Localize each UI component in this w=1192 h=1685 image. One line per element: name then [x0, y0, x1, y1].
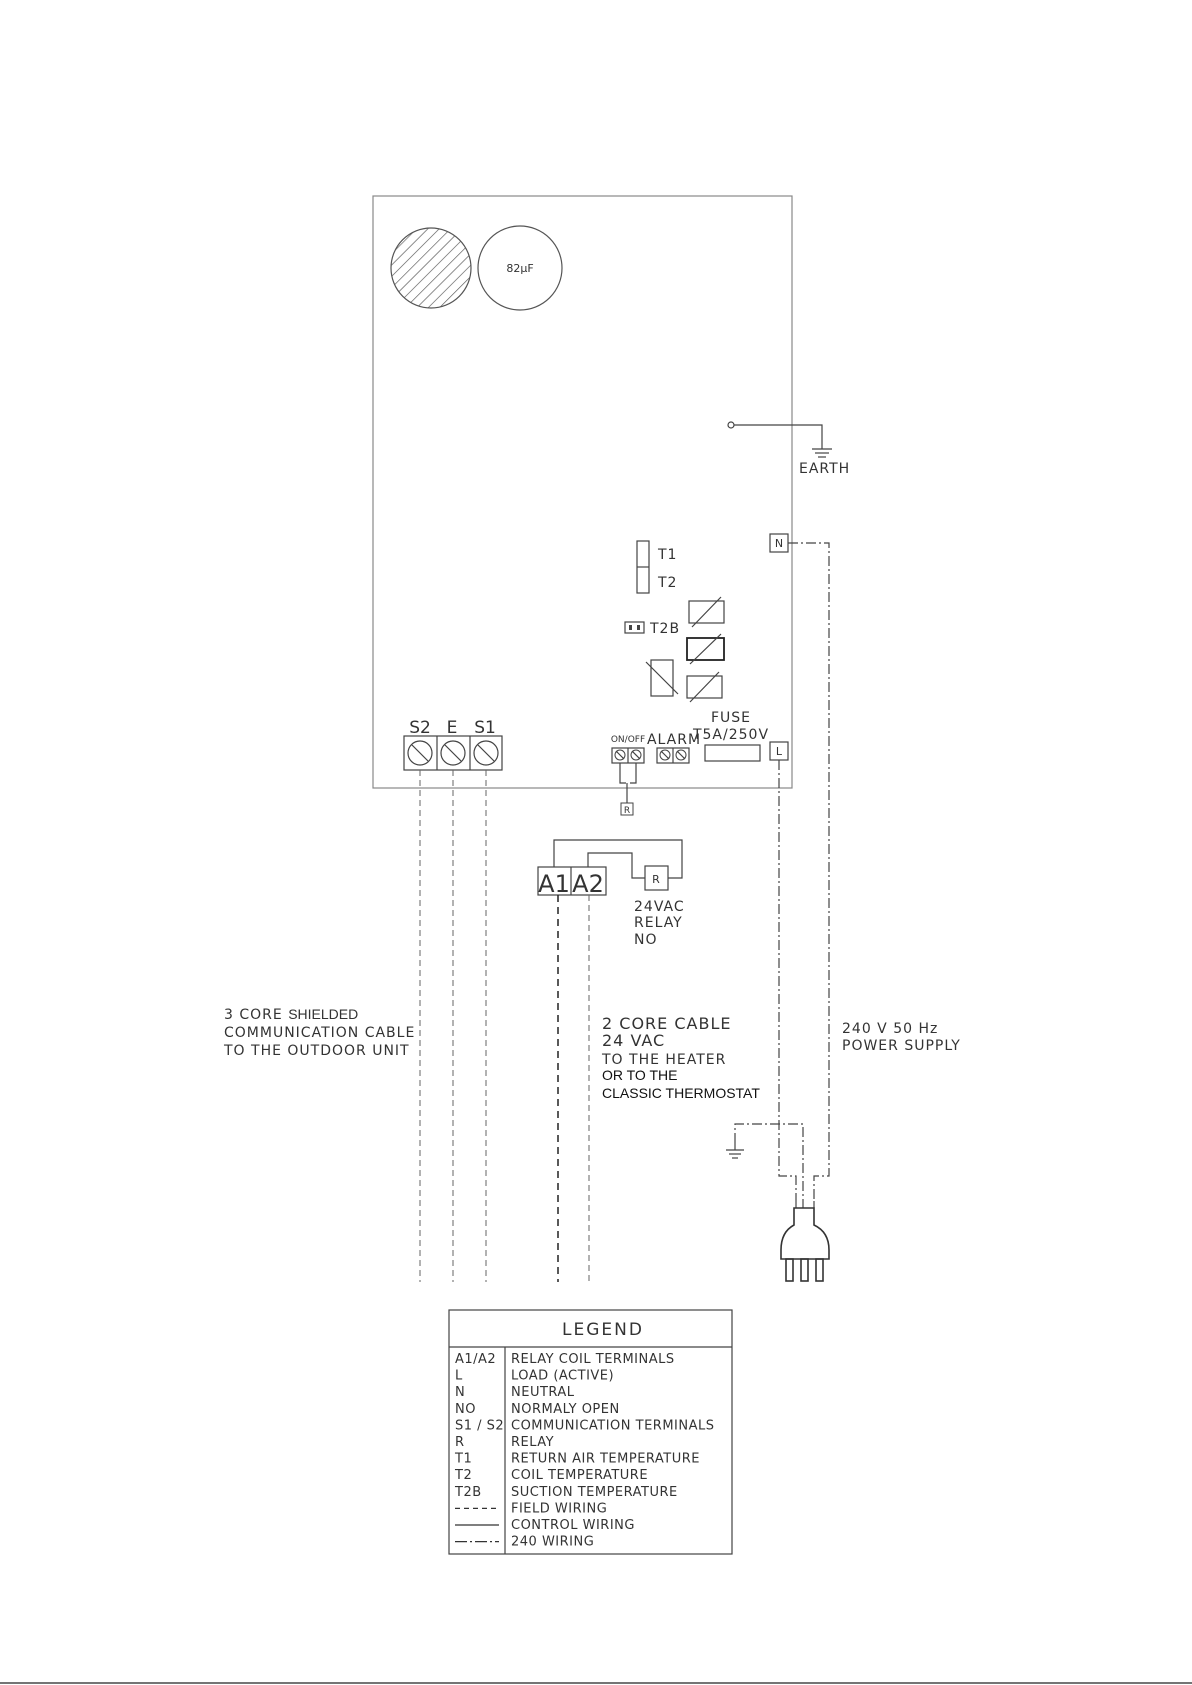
capacitor: [477, 225, 563, 311]
terminal-l-label: L: [776, 745, 783, 758]
on-off-terminal: [611, 747, 645, 764]
s1-label: S1: [474, 718, 496, 738]
legend-title: LEGEND: [562, 1320, 644, 1340]
relay-line3: NO: [634, 932, 658, 948]
a1-label: A1: [538, 870, 570, 898]
relay-line1: 24VAC: [634, 899, 685, 915]
active-supply-wire: [778, 760, 797, 1201]
fuse-label: FUSE: [711, 710, 751, 726]
comm-cable-line2: COMMUNICATION CABLE: [224, 1025, 415, 1041]
power-supply-line1: 240 V 50 Hz: [842, 1021, 938, 1037]
legend-desc: LOAD (ACTIVE): [511, 1369, 614, 1384]
legend-desc: NEUTRAL: [511, 1385, 575, 1400]
s2-label: S2: [409, 718, 431, 738]
legend-key: L: [455, 1369, 463, 1384]
power-plug: [780, 1201, 830, 1282]
on-off-label: ON/OFF: [611, 735, 645, 745]
legend-key: T2B: [454, 1485, 482, 1500]
legend-desc: NORMALY OPEN: [511, 1402, 620, 1417]
legend-desc: RELAY COIL TERMINALS: [511, 1352, 675, 1367]
neutral-supply-wire: [788, 542, 830, 1201]
legend-key: T2: [454, 1468, 472, 1483]
legend: LEGEND A1/A2 RELAY COIL TERMINALS L LOAD (A…: [448, 1309, 733, 1555]
communication-terminal-block: [403, 735, 503, 771]
a2-label: A2: [572, 870, 604, 898]
control-board: [372, 195, 793, 789]
hatched-component: [390, 227, 472, 309]
relay-coil-terminal-block: [537, 866, 607, 896]
legend-desc: COIL TEMPERATURE: [511, 1468, 648, 1483]
two-core-line4: OR TO THE: [602, 1067, 677, 1083]
t2b-connector: [624, 621, 645, 634]
two-core-line5: CLASSIC THERMOSTAT: [602, 1085, 760, 1101]
legend-key: T1: [454, 1452, 472, 1467]
earth-connection: [727, 421, 832, 458]
comm-cable-line3: TO THE OUTDOOR UNIT: [223, 1043, 410, 1059]
two-core-line1: 2 CORE CABLE: [602, 1014, 731, 1033]
relay-r: [644, 865, 669, 891]
relay-line2: RELAY: [634, 915, 683, 931]
legend-key: R: [455, 1435, 465, 1450]
legend-key: NO: [455, 1402, 476, 1417]
earth-supply-wire: [734, 1123, 804, 1201]
t2b-label: T2B: [649, 621, 680, 637]
t2-label: T2: [657, 575, 677, 591]
legend-desc: CONTROL WIRING: [511, 1518, 635, 1533]
relay-r-label: R: [652, 873, 660, 886]
small-relay-r-label: R: [624, 806, 630, 816]
fuse: [704, 744, 761, 762]
terminal-n-label: N: [775, 537, 783, 550]
legend-desc: RETURN AIR TEMPERATURE: [511, 1452, 700, 1467]
comm-cable-line1: 3 CORE SHIELDED: [224, 1006, 358, 1023]
legend-key: S1 / S2: [455, 1418, 504, 1433]
capacitor-label: 82μF: [506, 262, 533, 275]
legend-desc: COMMUNICATION TERMINALS: [511, 1418, 715, 1433]
board-relay-symbols: [645, 596, 725, 703]
e-label: E: [447, 718, 458, 738]
legend-key: N: [455, 1385, 465, 1400]
legend-desc: SUCTION TEMPERATURE: [511, 1485, 678, 1500]
fuse-rating: T5A/250V: [692, 727, 769, 743]
supply-earth-symbol: [726, 1143, 744, 1159]
legend-desc: FIELD WIRING: [511, 1501, 607, 1516]
power-supply-line2: POWER SUPPLY: [842, 1038, 961, 1054]
two-core-line3: TO THE HEATER: [601, 1052, 726, 1068]
alarm-terminal: [656, 747, 690, 764]
alarm-label: ALARM: [647, 732, 701, 748]
legend-desc: 240 WIRING: [511, 1535, 594, 1550]
t1-label: T1: [657, 547, 677, 563]
earth-label: EARTH: [799, 461, 850, 477]
legend-desc: RELAY: [511, 1435, 554, 1450]
legend-key: A1/A2: [455, 1352, 496, 1367]
two-core-line2: 24 VAC: [602, 1031, 665, 1050]
